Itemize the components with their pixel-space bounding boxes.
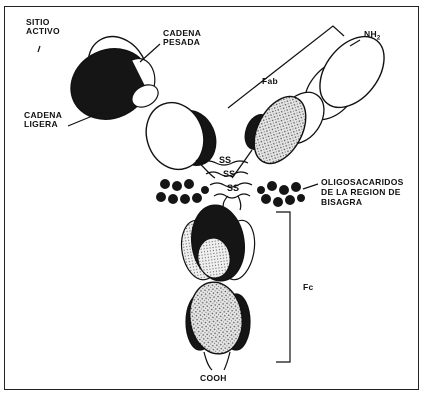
fc-tail-right	[224, 352, 230, 370]
nh2-label: NH2	[364, 30, 381, 44]
oligosaccharide-beads-left	[156, 179, 209, 204]
oligo-bead	[291, 182, 301, 192]
oligo-bead	[172, 181, 182, 191]
oligo-bead	[184, 179, 194, 189]
oligo-bead	[180, 194, 190, 204]
oligo-bead	[279, 185, 289, 195]
cadena-pesada-leader	[140, 44, 160, 62]
fc-bracket	[276, 212, 290, 362]
cadena-pesada-label: CADENA PESADA	[163, 29, 201, 47]
fc-stem	[177, 202, 259, 370]
oligo-bead	[160, 179, 170, 189]
disulfide-label-2: SS	[223, 169, 235, 179]
sitio-activo-label: SITIO ACTIVO	[26, 18, 60, 36]
oligosacaridos-leader	[303, 184, 318, 189]
oligo-bead	[201, 186, 209, 194]
oligosaccharide-beads-right	[257, 181, 305, 207]
oligo-bead	[257, 186, 265, 194]
oligo-bead	[168, 194, 178, 204]
sitio-activo-tick	[38, 46, 40, 52]
oligo-bead	[273, 197, 283, 207]
cooh-label: COOH	[200, 374, 227, 383]
oligo-bead	[297, 194, 305, 202]
oligo-bead	[192, 193, 202, 203]
oligo-bead	[267, 181, 277, 191]
oligo-bead	[285, 195, 295, 205]
fc-tail-left	[204, 352, 212, 370]
left-fab-arm	[59, 26, 223, 178]
disulfide-label-3: SS	[227, 183, 239, 193]
cadena-ligera-label: CADENA LIGERA	[24, 111, 62, 129]
fc-label: Fc	[303, 283, 314, 292]
oligo-bead	[156, 192, 166, 202]
oligo-bead	[261, 194, 271, 204]
right-fab-arm	[232, 24, 397, 178]
hinge-chain-4	[214, 194, 250, 198]
hinge-neck-right	[238, 196, 241, 210]
disulfide-label-1: SS	[219, 155, 231, 165]
oligosacaridos-label: OLIGOSACARIDOS DE LA REGION DE BISAGRA	[321, 177, 404, 207]
fab-label: Fab	[262, 77, 278, 86]
